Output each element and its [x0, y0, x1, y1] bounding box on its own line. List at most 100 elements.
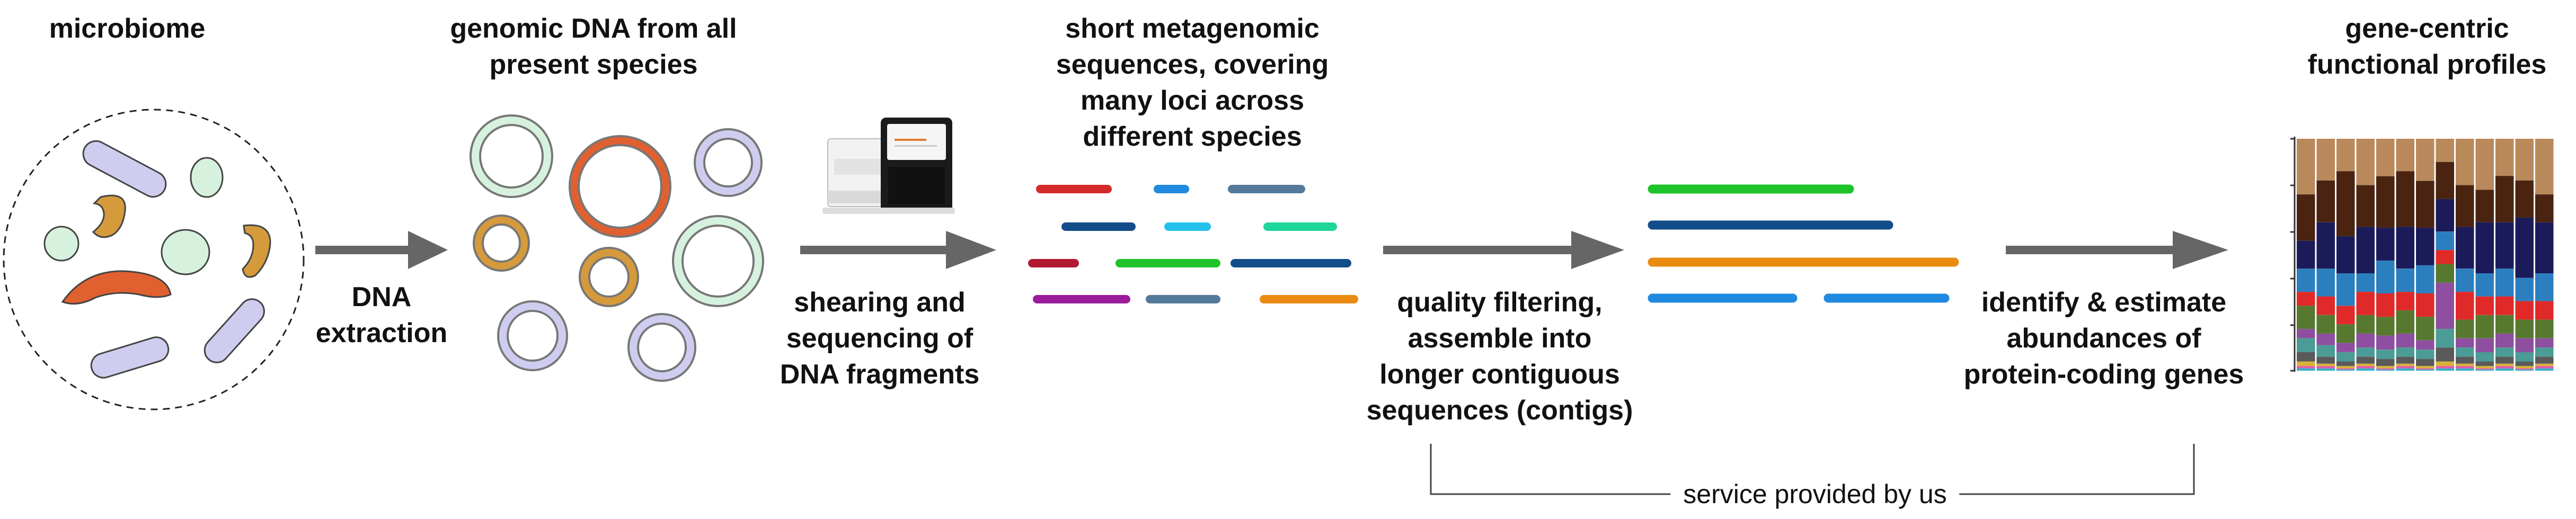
- profile-bar-segment: [2475, 369, 2494, 371]
- profile-bar-segment: [2535, 301, 2554, 320]
- dna-circle-icon: [579, 247, 639, 307]
- profile-bar-segment: [2396, 292, 2414, 311]
- dna-circle-icon: [497, 300, 568, 371]
- profile-bar-segment: [2475, 273, 2494, 297]
- profile-bar-segment: [2436, 162, 2454, 199]
- profile-bar-segment: [2297, 338, 2315, 352]
- profile-bar-segment: [2535, 366, 2554, 369]
- profile-bar-segment: [2515, 301, 2534, 320]
- profile-bar-segment: [2376, 228, 2395, 261]
- profile-bar-segment: [2456, 269, 2474, 292]
- profile-bar-segment: [2416, 265, 2435, 293]
- profile-bar-segment: [2376, 350, 2395, 359]
- profile-bar-segment: [2495, 315, 2514, 334]
- sequence-reads: [1028, 185, 1358, 303]
- profile-bar-segment: [2515, 319, 2534, 338]
- profile-bar-segment: [2336, 366, 2355, 369]
- profile-bar-segment: [2535, 368, 2554, 371]
- profile-bar-segment: [2376, 366, 2395, 369]
- profile-bar-segment: [2416, 369, 2435, 371]
- profile-bar-segment: [2356, 366, 2375, 369]
- profile-bar-segment: [2436, 231, 2454, 250]
- profile-bar-segment: [2396, 347, 2414, 357]
- profile-bar-segment: [2495, 269, 2514, 297]
- profile-bar-segment: [2356, 363, 2375, 366]
- profile-bar-segment: [2396, 333, 2414, 348]
- label-microbiome: microbiome: [49, 13, 206, 44]
- arrow-3: [1383, 231, 1624, 269]
- profile-bar-segment: [2495, 347, 2514, 357]
- profile-bar-segment: [2436, 199, 2454, 232]
- profile-bar-segment: [2356, 347, 2375, 357]
- dna-circle-icon: [672, 215, 764, 307]
- profile-bar-segment: [2376, 176, 2395, 228]
- sequencer-icon: [822, 118, 955, 214]
- profile-bar-segment: [2316, 366, 2335, 369]
- profile-bar-segment: [2535, 139, 2554, 195]
- profile-bar-segment: [2515, 217, 2534, 278]
- profile-bar-segment: [2336, 171, 2355, 236]
- profile-bar-segment: [2376, 359, 2395, 366]
- profile-bar-segment: [2475, 222, 2494, 274]
- profile-bar-segment: [2356, 333, 2375, 348]
- profile-bar-segment: [2356, 292, 2375, 315]
- profile-bar-segment: [2475, 296, 2494, 315]
- profile-bar-segment: [2297, 368, 2315, 371]
- profile-bar-segment: [2376, 317, 2395, 336]
- profile-bar-segment: [2495, 176, 2514, 222]
- profile-bar-segment: [2297, 194, 2315, 241]
- profile-bar-segment: [2475, 352, 2494, 362]
- profile-bar-segment: [2316, 180, 2335, 222]
- profile-bar-segment: [2416, 228, 2435, 265]
- profile-bar-segment: [2495, 296, 2514, 315]
- profile-bar-segment: [2416, 181, 2435, 228]
- profile-bar-segment: [2396, 269, 2414, 292]
- profile-bar-segment: [2515, 368, 2534, 370]
- profile-bar-segment: [2336, 324, 2355, 343]
- profile-bar-segment: [2396, 171, 2414, 227]
- dna-circle-icon: [473, 214, 530, 272]
- profile-bar-segment: [2297, 292, 2315, 306]
- profile-bar-segment: [2535, 347, 2554, 357]
- profile-bar-segment: [2436, 282, 2454, 329]
- profile-bar-segment: [2495, 356, 2514, 364]
- dna-circle-icon: [627, 313, 696, 382]
- label-short-sequences: short metagenomic sequences, covering ma…: [1056, 13, 1329, 152]
- profile-bar-segment: [2456, 366, 2474, 369]
- profile-bar-segment: [2316, 139, 2335, 181]
- dna-circle-icon: [470, 114, 553, 198]
- dna-circle-icon: [569, 135, 671, 238]
- step-quality-filtering: quality filtering, assemble into longer …: [1366, 287, 1633, 426]
- profile-bar-segment: [2336, 273, 2355, 306]
- profile-bar-segment: [2376, 369, 2395, 371]
- profile-bar-segment: [2456, 292, 2474, 320]
- profile-bar-segment: [2297, 361, 2315, 366]
- microbe-community-icon: [3, 109, 305, 410]
- profile-bar-segment: [2416, 317, 2435, 341]
- step-identify-genes: identify & estimate abundances of protei…: [1963, 287, 2244, 390]
- profile-bar-segment: [2316, 356, 2335, 364]
- dna-circles: [470, 114, 764, 382]
- profile-bar-segment: [2316, 315, 2335, 334]
- arrow-1: [315, 231, 448, 269]
- profile-bar-segment: [2436, 329, 2454, 348]
- label-genomic-dna: genomic DNA from all present species: [450, 13, 737, 80]
- profile-bar-segment: [2535, 222, 2554, 274]
- profile-bar-segment: [2475, 361, 2494, 366]
- arrow-4: [2006, 231, 2228, 269]
- profile-bar-segment: [2376, 368, 2395, 370]
- profile-bar-segment: [2475, 190, 2494, 222]
- profile-bar-segment: [2316, 333, 2335, 345]
- profile-bar-segment: [2297, 269, 2315, 292]
- profile-bar-segment: [2456, 356, 2474, 364]
- profile-bar-segment: [2436, 366, 2454, 369]
- arrow-2: [800, 231, 996, 269]
- profile-bar-segment: [2316, 296, 2335, 315]
- profile-bar-segment: [2336, 306, 2355, 325]
- service-label: service provided by us: [1670, 478, 1960, 510]
- profile-bar-segment: [2416, 350, 2435, 359]
- profile-bar-segment: [2436, 361, 2454, 366]
- profile-bar-segment: [2297, 366, 2315, 369]
- profile-bar-segment: [2495, 363, 2514, 366]
